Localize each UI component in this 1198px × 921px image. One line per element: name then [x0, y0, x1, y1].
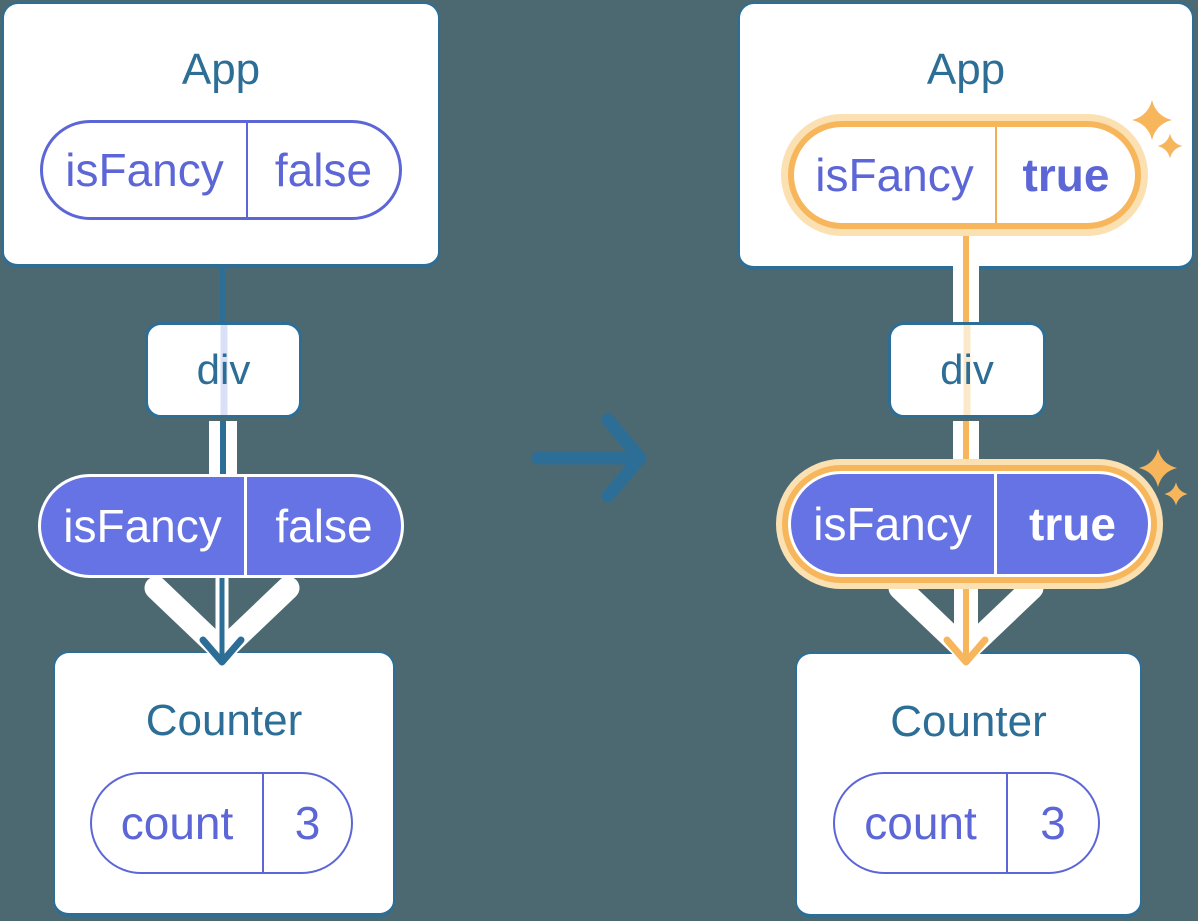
app-title: App: [926, 45, 1006, 94]
transition-arrow-icon: [531, 413, 647, 503]
state-name: count: [835, 774, 1008, 872]
edge-app-to-div-left: [220, 264, 225, 324]
sparkles-icon: [1132, 100, 1183, 159]
prop-pill-left: isFancy false: [38, 474, 404, 578]
app-state-pill-right: isFancy true: [788, 121, 1141, 229]
counter-state-pill-left: count 3: [90, 772, 353, 874]
app-title: App: [181, 45, 261, 94]
state-value: 3: [294, 797, 321, 849]
prop-pipe-right-top: [953, 266, 979, 325]
prop-thread-line: [963, 325, 971, 415]
state-name: isFancy: [43, 123, 248, 217]
div-label: div: [940, 346, 994, 393]
state-value: false: [274, 144, 373, 196]
prop-thread-line: [220, 325, 227, 415]
div-label: div: [196, 346, 251, 393]
prop-pill-right: isFancy true: [788, 471, 1151, 577]
sparkles-icon: [1139, 449, 1188, 506]
prop-name: isFancy: [791, 474, 997, 574]
flow-arrow-icon: [888, 574, 1044, 666]
prop-value: true: [1029, 498, 1116, 550]
app-state-pill-left: isFancy false: [40, 120, 402, 220]
prop-value: false: [275, 500, 373, 552]
state-name: isFancy: [794, 127, 997, 223]
div-node-right: div: [888, 322, 1046, 418]
prop-pipe-left: [209, 421, 237, 478]
counter-title: Counter: [145, 696, 303, 745]
prop-pipe-right-bottom: [953, 421, 979, 477]
flow-arrow-icon: [144, 574, 300, 666]
state-value: 3: [1040, 797, 1066, 849]
state-flow-line: [963, 224, 969, 268]
counter-title: Counter: [890, 697, 1047, 746]
div-node-left: div: [145, 322, 302, 418]
counter-state-pill-right: count 3: [833, 772, 1100, 874]
prop-name: isFancy: [41, 477, 247, 575]
state-name: count: [92, 774, 264, 872]
state-value: true: [1022, 149, 1110, 201]
